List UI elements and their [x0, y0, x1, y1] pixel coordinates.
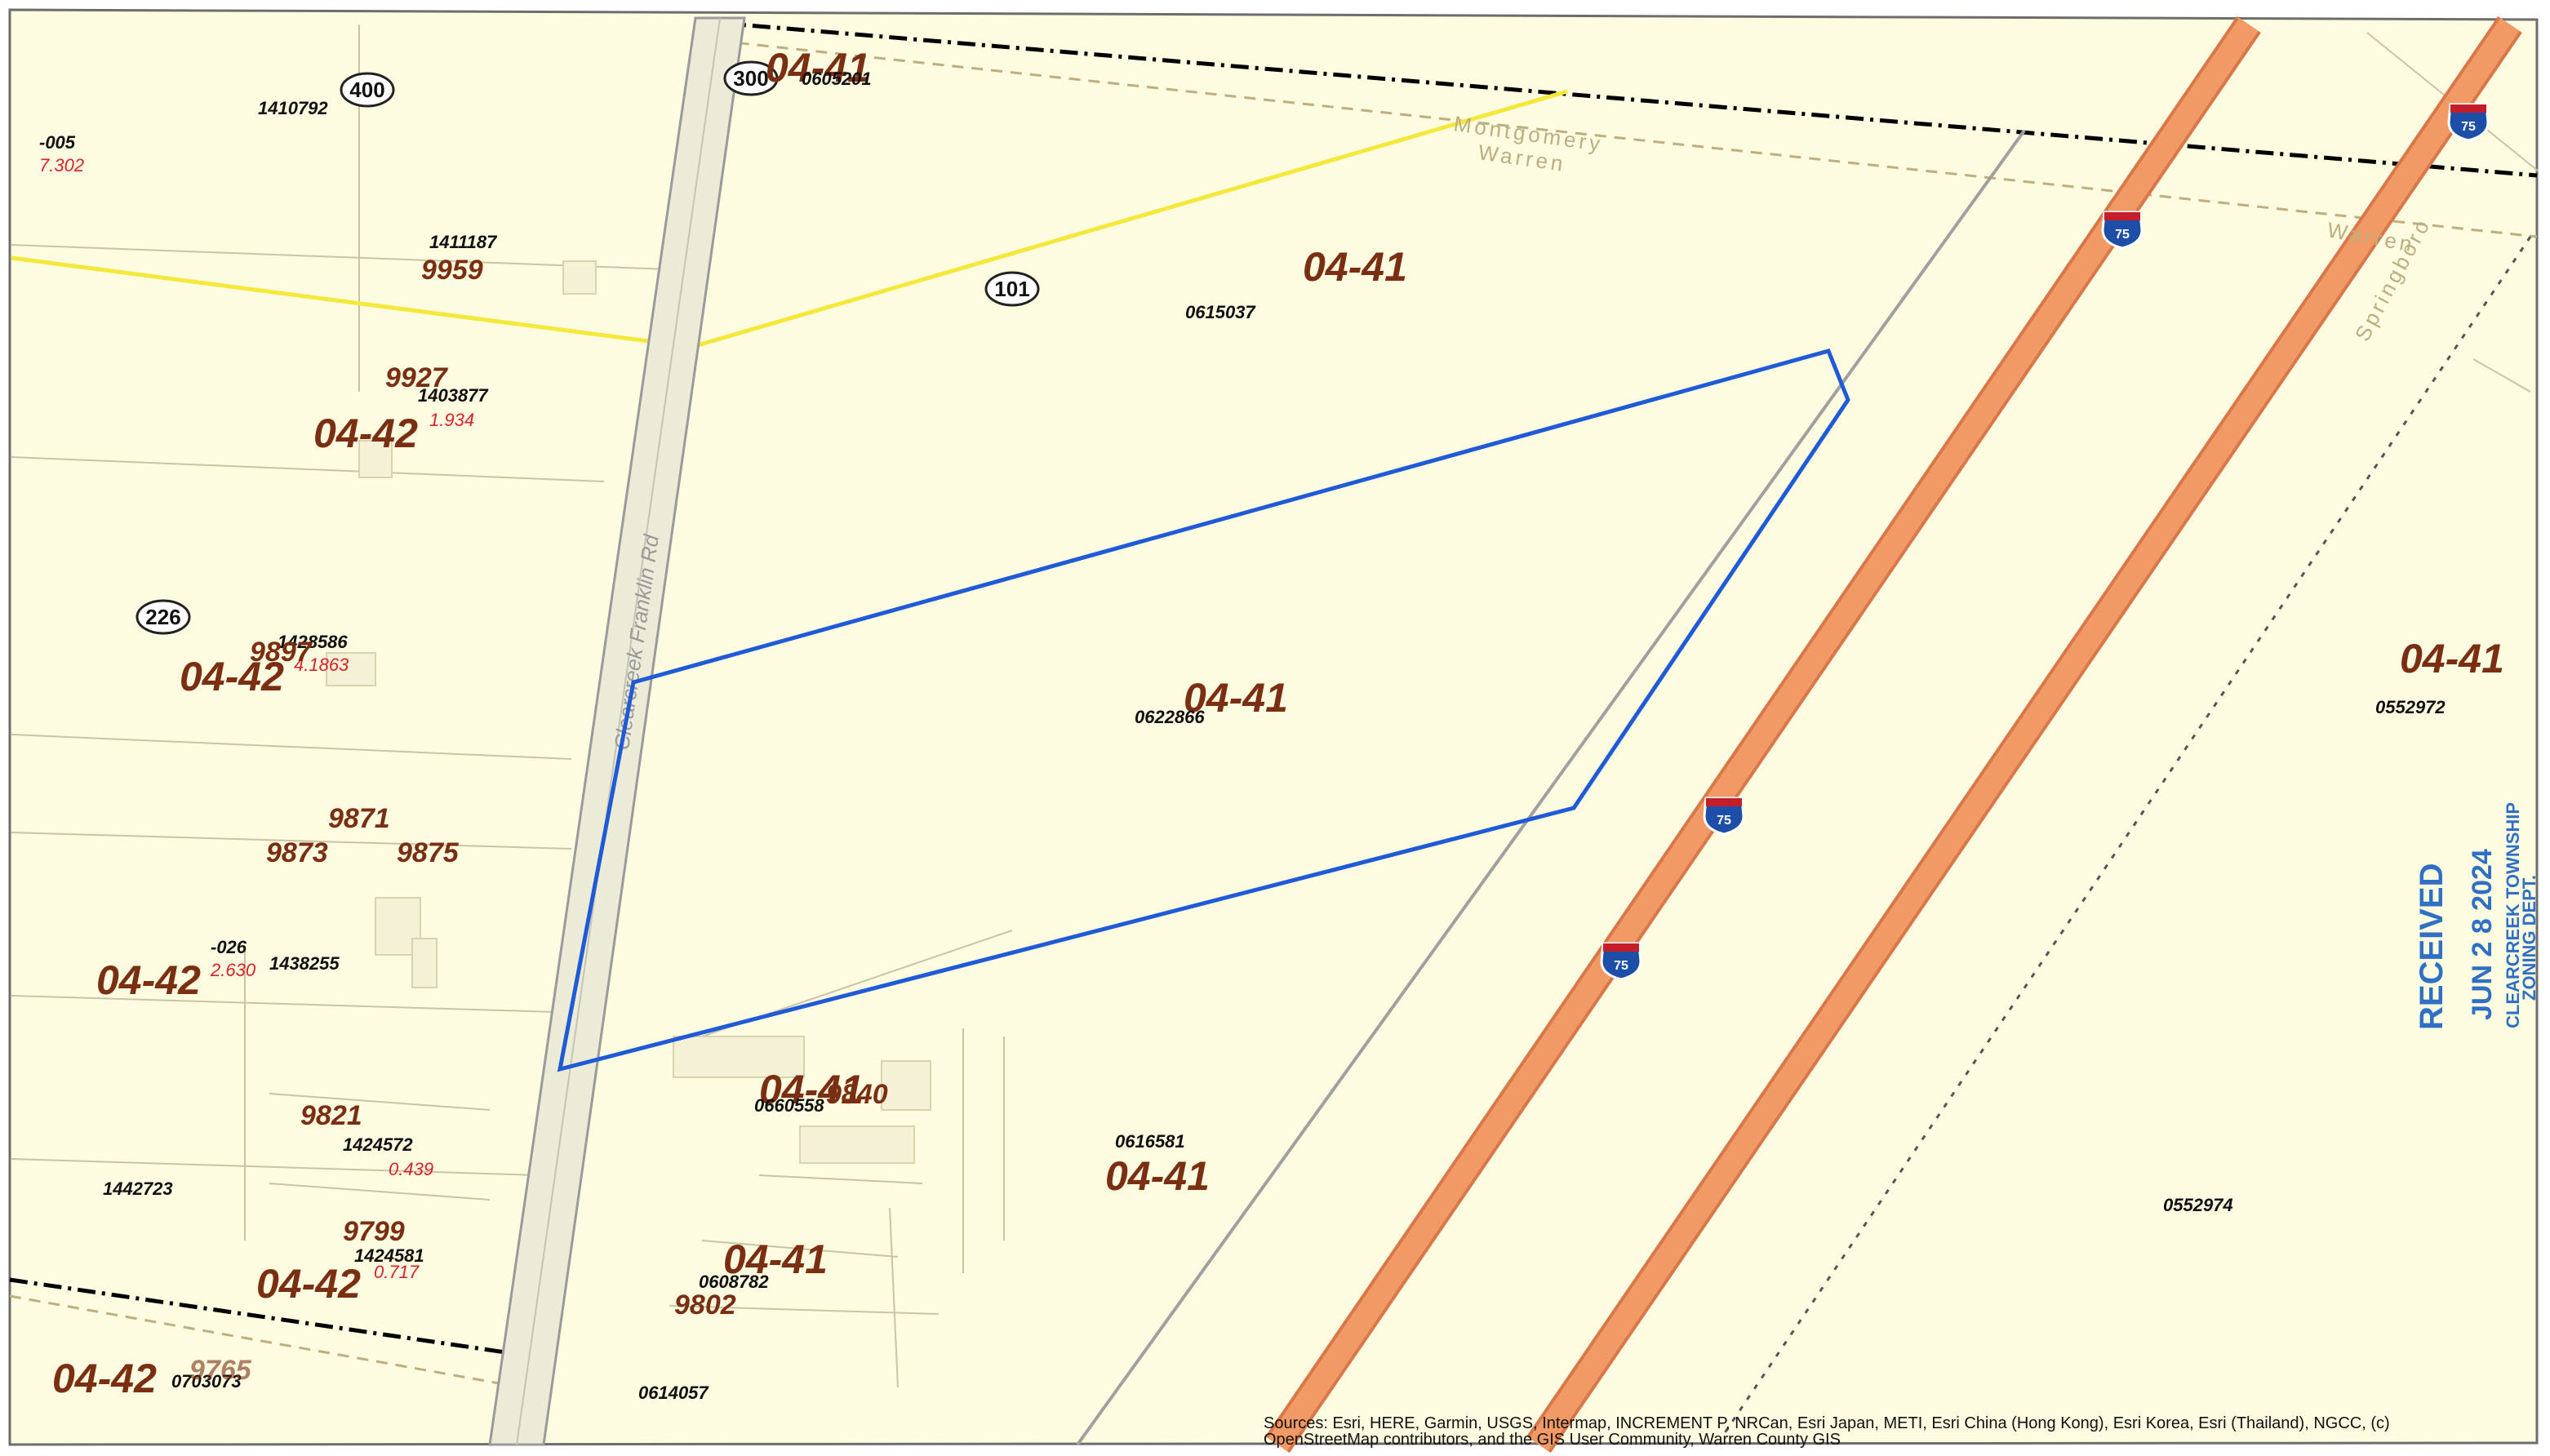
township-boundaries [9, 20, 2538, 1437]
zone-label: 04-41 [723, 1236, 828, 1282]
route-badge-300: 300 [723, 60, 779, 96]
svg-text:75: 75 [1717, 814, 1731, 828]
parcel-numbers: 0605201 0615037 0622866 0552972 0552974 … [39, 69, 2446, 1403]
svg-text:75: 75 [2115, 228, 2130, 242]
zone-label: 04-41 [1105, 1153, 1210, 1199]
acreage-values: 7.302 1.934 4.1863 2.630 0.439 0.717 [39, 155, 474, 1282]
interstate-shield-icon: 75 [1703, 797, 1745, 836]
interstate-shield-icon: 75 [2447, 103, 2490, 142]
interstate-shields: 75 75 75 75 [1600, 103, 2490, 981]
map-credits: Sources: Esri, HERE, Garmin, USGS, Inter… [1264, 1414, 2390, 1449]
parcel-number: 1403877 [418, 385, 489, 406]
stamp-received: RECEIVED [2414, 863, 2450, 1031]
parcel-number: 1424572 [343, 1134, 413, 1155]
route-badges: 400 300 101 226 [135, 60, 1040, 635]
parcel-number: 0605201 [802, 69, 872, 89]
zone-label: 04-41 [759, 1067, 864, 1112]
acreage-value: 0.439 [389, 1159, 433, 1179]
svg-text:75: 75 [1614, 959, 1628, 973]
address-number: 9897 [250, 637, 313, 668]
stamp-date: JUN 2 8 2024 [2467, 849, 2498, 1020]
acreage-value: 7.302 [39, 155, 84, 175]
parcel-number: 0616581 [1115, 1131, 1185, 1152]
svg-text:101: 101 [994, 277, 1029, 301]
parcel-number: 0660558 [754, 1095, 824, 1116]
zone-label: 04-41 [1184, 675, 1288, 721]
address-number: 9873 [266, 837, 328, 868]
zone-label: 04-41 [1303, 244, 1407, 290]
address-number: 9840 [826, 1079, 888, 1110]
address-numbers: 9959 9927 9897 9871 9873 9875 9821 9799 … [189, 255, 888, 1386]
zone-label: 04-42 [96, 957, 201, 1003]
address-number: 9927 [385, 362, 449, 393]
parcel-number: 0622866 [1135, 707, 1205, 727]
received-stamp: RECEIVED JUN 2 8 2024 CLEARCREEK TOWNSHI… [2414, 802, 2539, 1030]
parcel-number: 0608782 [699, 1272, 769, 1292]
interstate-shield-icon: 75 [2101, 211, 2144, 250]
parcel-number: 0703073 [171, 1371, 242, 1392]
address-number: 9802 [674, 1290, 736, 1321]
address-number: 9875 [397, 837, 460, 868]
side-road [1076, 129, 2026, 1446]
zone-label: 04-42 [52, 1356, 157, 1401]
svg-text:300: 300 [733, 66, 768, 91]
svg-text:75: 75 [2461, 120, 2476, 134]
zone-label: 04-41 [766, 45, 870, 91]
address-number: 9799 [343, 1216, 405, 1247]
parcel-number: 1442723 [103, 1179, 173, 1199]
credits-line-1: Sources: Esri, HERE, Garmin, USGS, Inter… [1264, 1414, 2390, 1432]
map-background [8, 8, 2539, 1446]
building-footprints [326, 260, 931, 1164]
acreage-value: 1.934 [429, 410, 474, 430]
parcel-number: 0614057 [638, 1383, 709, 1403]
zone-label: 04-42 [313, 411, 418, 456]
svg-text:400: 400 [349, 78, 384, 102]
parcel-number: -026 [211, 937, 247, 957]
svg-text:226: 226 [145, 605, 180, 629]
address-number: 9959 [421, 255, 483, 286]
address-number: 9821 [300, 1100, 362, 1131]
address-number: 9871 [328, 803, 390, 834]
acreage-value: 2.630 [210, 960, 256, 980]
interstate-shield-icon: 75 [1600, 942, 1642, 981]
route-badge-226: 226 [135, 599, 191, 635]
subject-parcel-outline [557, 348, 1850, 1072]
parcel-number: 1410792 [258, 98, 328, 118]
address-number: 9765 [189, 1355, 252, 1386]
acreage-value: 4.1863 [294, 655, 349, 675]
zone-label: 04-41 [2400, 636, 2504, 681]
parcel-number: 0552974 [2163, 1195, 2233, 1215]
zone-label: 04-42 [180, 654, 284, 699]
stamp-township: CLEARCREEK TOWNSHIP [2503, 802, 2523, 1028]
parcel-number: 1428586 [278, 632, 348, 652]
zone-label: 04-42 [256, 1261, 361, 1307]
parcel-number: 1438255 [269, 953, 340, 974]
zoning-labels: 04-41 04-41 04-41 04-41 04-41 04-41 04-4… [52, 45, 2504, 1401]
parcel-number: 1424581 [354, 1245, 424, 1266]
parcel-lines [11, 24, 2539, 1388]
interstate-75-highway [1265, 16, 2522, 1454]
acreage-value: 0.717 [374, 1262, 420, 1282]
parcel-number: -005 [39, 132, 76, 153]
parcel-number: 1411187 [429, 232, 498, 252]
stamp-department: ZONING DEPT. [2519, 875, 2539, 1001]
parcel-number: 0552972 [2375, 697, 2446, 717]
credits-line-2: OpenStreetMap contributors, and the GIS … [1264, 1431, 1841, 1449]
route-badge-101: 101 [984, 271, 1040, 307]
route-badge-400: 400 [340, 72, 395, 108]
parcel-number: 0615037 [1185, 302, 1256, 322]
